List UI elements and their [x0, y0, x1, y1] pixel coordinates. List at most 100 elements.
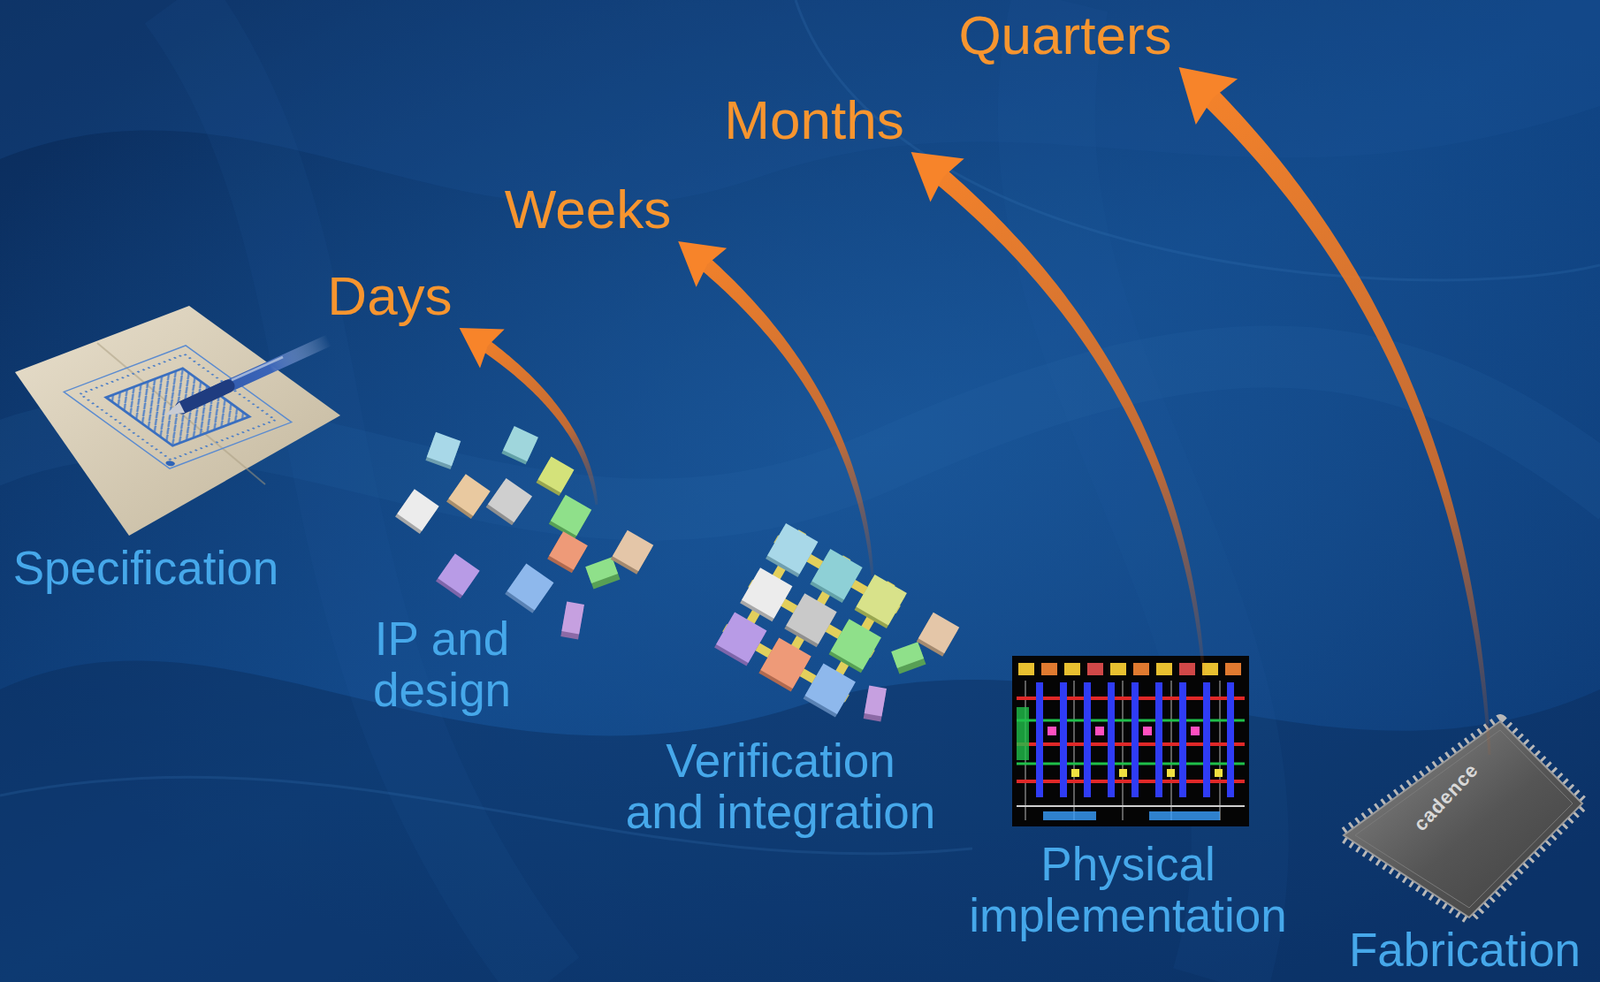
pen-clip: [231, 357, 283, 381]
integrated-blocks: [713, 522, 908, 718]
arrow-head: [459, 327, 505, 368]
arrow-head: [678, 241, 727, 288]
ip-block: [548, 531, 588, 571]
ip-block: [830, 618, 882, 670]
stage-caption: Verification and integration: [622, 735, 939, 839]
layout-cell: [1041, 662, 1058, 676]
layout-cell: [1179, 662, 1196, 676]
chip-edge: [1355, 730, 1573, 908]
layout-cell: [1225, 662, 1242, 676]
layout-metal: [1226, 682, 1235, 798]
ip-block: [612, 530, 654, 572]
pen-grip: [182, 386, 229, 408]
ip-block: [741, 567, 793, 618]
layout-via: [1166, 769, 1175, 778]
layout-wire: [1016, 719, 1245, 723]
layout-cell: [1110, 662, 1127, 676]
layout-wire: [1016, 779, 1245, 784]
duration-arrow: [1179, 67, 1492, 755]
layout-cell: [1018, 662, 1035, 676]
duration-label: Quarters: [951, 3, 1179, 68]
caption-block: Days: [327, 266, 452, 327]
layout-cell: [1156, 662, 1173, 676]
ip-block: [891, 641, 924, 669]
stage-caption: Fabrication: [1336, 924, 1593, 976]
ip-block: [550, 495, 592, 536]
layout-via: [1095, 726, 1105, 736]
ip-block: [864, 685, 887, 717]
layout-image: [1012, 655, 1250, 827]
stage-caption: Weeks: [504, 179, 671, 240]
ip-block: [538, 457, 575, 494]
ip-block: [785, 593, 837, 644]
layout-via: [1190, 726, 1200, 736]
layout-via: [1119, 769, 1128, 778]
duration-arrow: [911, 152, 1206, 679]
stage-caption: Quarters: [958, 5, 1172, 66]
ip-block: [437, 553, 480, 595]
layout-metal: [1203, 682, 1211, 798]
chip-pins: [1343, 721, 1583, 918]
arrow-head: [911, 152, 965, 202]
ip-block: [487, 478, 533, 523]
ip-block: [448, 473, 490, 516]
chip-package: [1343, 721, 1583, 918]
caption-block: Months: [723, 90, 904, 151]
ip-block: [502, 426, 539, 462]
layout-wire: [1016, 696, 1245, 701]
duration-label: Weeks: [497, 177, 679, 242]
caption-block: Physical implementation: [958, 838, 1298, 942]
layout-cell: [1087, 662, 1104, 676]
stage-caption: Physical implementation: [958, 838, 1298, 942]
layout-via: [1214, 769, 1223, 778]
layout-via: [1071, 769, 1080, 778]
duration-label: Days: [320, 264, 459, 328]
layout-metal: [1107, 682, 1115, 798]
ip-block: [585, 556, 618, 584]
caption-block: Fabrication: [1336, 924, 1593, 976]
ip-block: [767, 523, 818, 574]
layout-metal: [1016, 707, 1029, 761]
layout-metal: [1043, 811, 1097, 821]
caption-block: Quarters: [958, 5, 1172, 66]
sketch-pins: [80, 354, 276, 460]
chip-marking: cadence: [1409, 758, 1484, 836]
ip-block: [760, 638, 811, 689]
layout-wire: [1016, 762, 1245, 766]
chip-sketch: [63, 345, 292, 469]
ip-block: [856, 574, 907, 625]
ip-blocks: [395, 426, 654, 640]
background-wave: [1046, 0, 1241, 982]
paper-fold: [97, 342, 266, 485]
layout-cell: [1064, 662, 1081, 676]
paper-sheet: [15, 305, 341, 536]
stage-group: IP and design: [344, 504, 663, 717]
stage-caption: Months: [723, 90, 904, 151]
ip-block: [507, 563, 555, 611]
stage-caption: IP and design: [344, 613, 540, 717]
stage-group: Physical implementation: [958, 678, 1298, 942]
duration-arrow: [678, 241, 874, 577]
sketch-die: [106, 368, 250, 447]
layout-metal: [1131, 682, 1139, 798]
ip-block: [811, 548, 862, 600]
layout-wire: [1016, 742, 1245, 747]
stage-group: Specification: [0, 305, 343, 595]
layout-metal: [1059, 682, 1067, 798]
layout-ground: [1012, 655, 1250, 827]
layout-metal: [1036, 682, 1044, 798]
layout-wire: [1016, 805, 1245, 808]
pen-body: [181, 340, 329, 408]
background-wave: [795, 0, 1600, 281]
caption-block: Weeks: [504, 179, 671, 240]
layout-metal: [1155, 682, 1163, 798]
sketch-outline: [63, 345, 292, 469]
caption-block: Specification: [0, 542, 292, 595]
ip-block: [426, 432, 461, 466]
background-wave: [0, 661, 1600, 982]
arrow-shaft: [1203, 89, 1492, 755]
stage-caption: Specification: [0, 542, 292, 595]
layout-metal: [1083, 682, 1091, 798]
arrow-shaft: [934, 168, 1205, 679]
